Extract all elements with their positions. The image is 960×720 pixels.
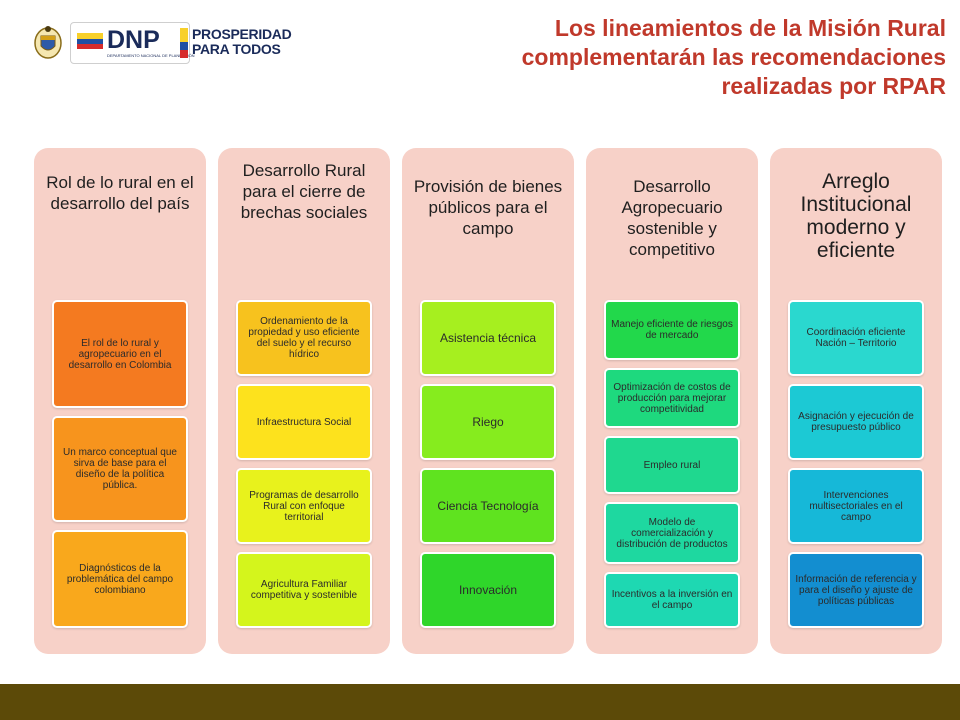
column-card: Asignación y ejecución de presupuesto pú… [788, 384, 924, 460]
column-card: Asistencia técnica [420, 300, 556, 376]
column-card: Programas de desarrollo Rural con enfoqu… [236, 468, 372, 544]
slide-title-line-1: Los lineamientos de la Misión Rural [554, 15, 946, 41]
column-title: Arreglo Institucional moderno y eficient… [800, 170, 912, 262]
dnp-logo-subtext: DEPARTAMENTO NACIONAL DE PLANEACIÓN [107, 53, 195, 58]
column-desarrollo-rural: Desarrollo Rural para el cierre de brech… [218, 148, 390, 654]
column-title: Rol de lo rural en el desarrollo del paí… [46, 173, 194, 213]
column-card: Riego [420, 384, 556, 460]
column-bienes-publicos: Provisión de bienes públicos para el cam… [402, 148, 574, 654]
column-card: Información de referencia y para el dise… [788, 552, 924, 628]
column-title: Desarrollo Rural para el cierre de brech… [240, 161, 368, 222]
column-card: Manejo eficiente de riesgos de mercado [604, 300, 740, 360]
prosperidad-line1: PROSPERIDAD [192, 26, 292, 42]
prosperidad-line2: PARA TODOS [192, 41, 281, 57]
dnp-logo-text: DNP [107, 26, 160, 54]
column-card: Ciencia Tecnología [420, 468, 556, 544]
slide-title-line-3: realizadas por RPAR [721, 73, 946, 99]
column-card: El rol de lo rural y agropecuario en el … [52, 300, 188, 408]
column-card: Un marco conceptual que sirva de base pa… [52, 416, 188, 522]
column-card: Coordinación eficiente Nación – Territor… [788, 300, 924, 376]
colombia-coat-of-arms-icon [30, 22, 66, 62]
header-logos: DNP DEPARTAMENTO NACIONAL DE PLANEACIÓN … [30, 22, 300, 64]
column-card: Intervenciones multisectoriales en el ca… [788, 468, 924, 544]
slide-title-line-2: complementarán las recomendaciones [521, 44, 946, 70]
column-card: Ordenamiento de la propiedad y uso efici… [236, 300, 372, 376]
column-card: Incentivos a la inversión en el campo [604, 572, 740, 628]
prosperidad-para-todos-logo: PROSPERIDAD PARA TODOS [180, 22, 300, 62]
slide-title: Los lineamientos de la Misión Rural comp… [386, 14, 946, 101]
column-card: Innovación [420, 552, 556, 628]
column-arreglo-institucional: Arreglo Institucional moderno y eficient… [770, 148, 942, 654]
column-card: Agricultura Familiar competitiva y soste… [236, 552, 372, 628]
dnp-logo: DNP DEPARTAMENTO NACIONAL DE PLANEACIÓN [70, 22, 195, 64]
column-title: Desarrollo Agropecuario sostenible y com… [621, 177, 723, 259]
column-card: Infraestructura Social [236, 384, 372, 460]
column-card: Modelo de comercialización y distribució… [604, 502, 740, 564]
column-desarrollo-agropecuario: Desarrollo Agropecuario sostenible y com… [586, 148, 758, 654]
column-title: Provisión de bienes públicos para el cam… [413, 177, 563, 238]
footer-bar [0, 684, 960, 720]
column-rol-rural: Rol de lo rural en el desarrollo del paí… [34, 148, 206, 654]
column-card: Optimización de costos de producción par… [604, 368, 740, 428]
column-card: Diagnósticos de la problemática del camp… [52, 530, 188, 628]
column-card: Empleo rural [604, 436, 740, 494]
